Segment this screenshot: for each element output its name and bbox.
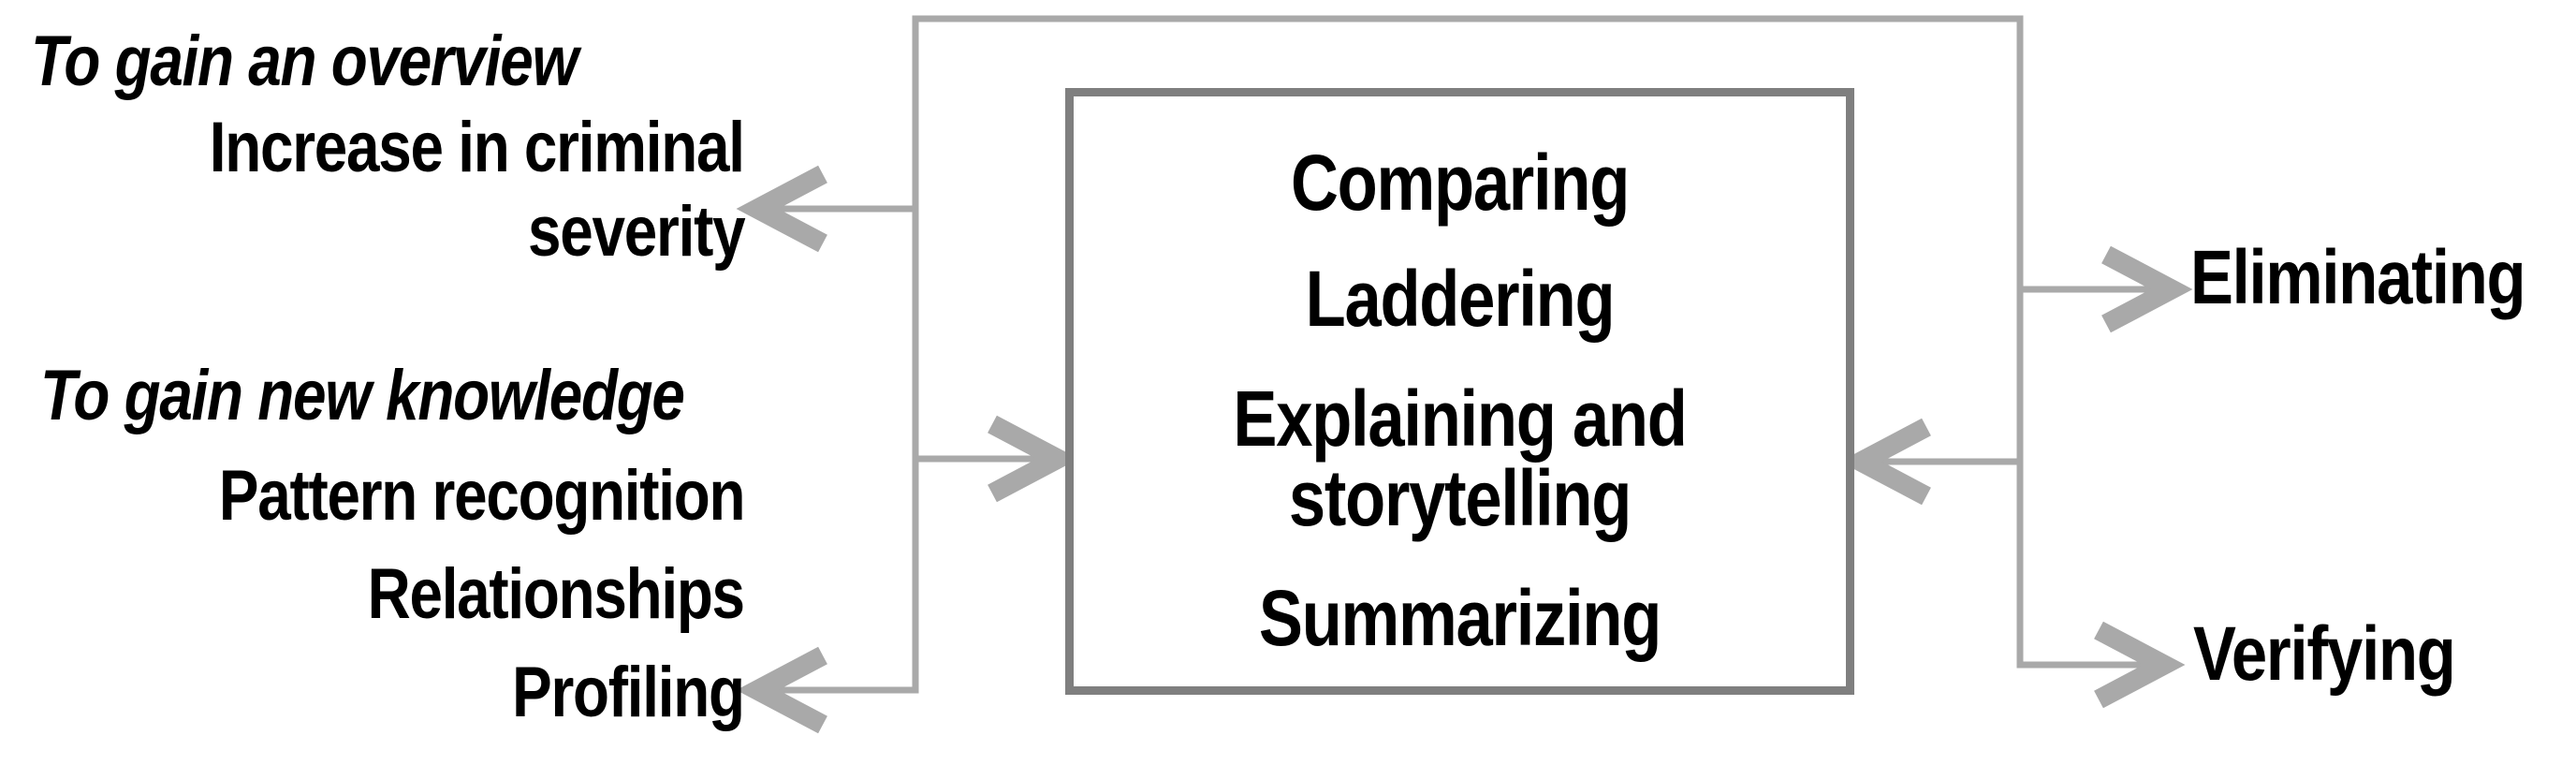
left-item-increase-line2: severity [527, 192, 746, 272]
arrow-right-verifying-icon [2094, 621, 2186, 709]
arrow-left-profiling-icon [736, 646, 827, 734]
left-item-relationships: Relationships [367, 554, 745, 634]
arrow-left-severity-icon [736, 165, 827, 253]
arrow-left-into-box-icon [1839, 418, 1931, 506]
arrow-right-into-box-icon [988, 415, 1079, 503]
center-box-frame [1065, 88, 1854, 695]
left-item-pattern-recognition: Pattern recognition [218, 456, 746, 536]
box-item-comparing: Comparing [1290, 139, 1630, 227]
left-item-increase-line1: Increase in criminal [210, 108, 745, 187]
left-group-overview-header: To gain an overview [31, 22, 578, 101]
main-loop-line [760, 15, 2167, 694]
box-item-explaining-storytelling: Explaining and storytelling [1233, 375, 1687, 542]
box-item-laddering: Laddering [1305, 255, 1616, 343]
left-group-knowledge-header: To gain new knowledge [40, 356, 685, 435]
right-item-eliminating: Eliminating [2190, 235, 2526, 320]
arrow-right-eliminating-icon [2101, 245, 2193, 333]
left-item-profiling: Profiling [512, 653, 745, 732]
right-item-verifying: Verifying [2193, 611, 2456, 697]
box-item-summarizing: Summarizing [1258, 574, 1661, 662]
